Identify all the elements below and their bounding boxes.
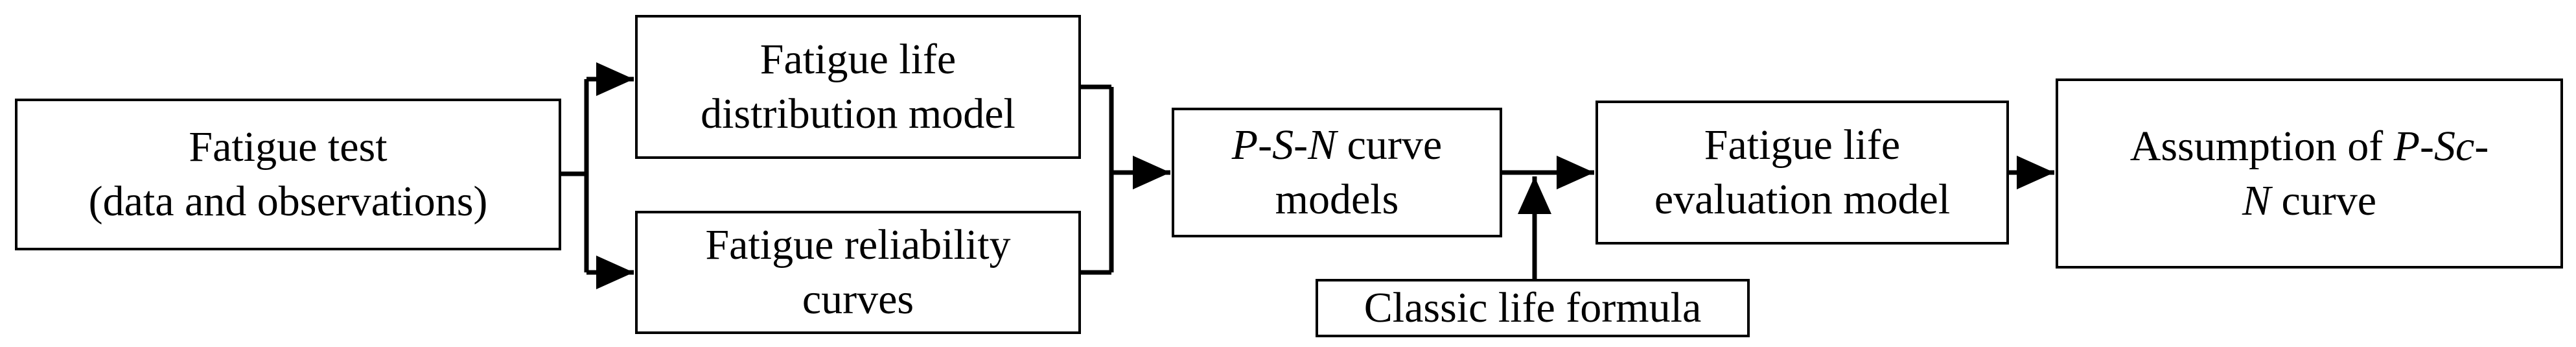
psn-p: P bbox=[1231, 121, 1259, 169]
assumption-dash1: - bbox=[2420, 122, 2435, 170]
psn-rest: curve bbox=[1336, 121, 1443, 169]
life-distribution-line1: Fatigue life bbox=[760, 36, 957, 83]
assumption-sc: Sc bbox=[2434, 122, 2475, 170]
reliability-curves-box: Fatigue reliability curves bbox=[635, 211, 1081, 334]
assumption-prefix: Assumption of bbox=[2129, 122, 2394, 170]
assumption-box: Assumption of P-Sc- N curve bbox=[2056, 78, 2563, 269]
classic-label: Classic life formula bbox=[1363, 284, 1702, 331]
assumption-p: P bbox=[2393, 122, 2420, 170]
fatigue-test-line1: Fatigue test bbox=[189, 123, 388, 171]
assumption-line2: N curve bbox=[2130, 174, 2489, 228]
reliability-line1: Fatigue reliability bbox=[705, 221, 1011, 269]
assumption-n: N bbox=[2242, 176, 2271, 224]
psn-line2: models bbox=[1275, 176, 1399, 223]
psn-dash2: - bbox=[1294, 121, 1308, 169]
life-distribution-box: Fatigue life distribution model bbox=[635, 15, 1081, 159]
life-distribution-line2: distribution model bbox=[701, 90, 1015, 138]
assumption-dash2: - bbox=[2474, 122, 2489, 170]
psn-curve-models-box: P-S-N curve models bbox=[1172, 108, 1502, 237]
psn-dash1: - bbox=[1258, 121, 1273, 169]
psn-s: S bbox=[1272, 121, 1294, 169]
psn-n: N bbox=[1308, 121, 1337, 169]
evaluation-line2: evaluation model bbox=[1654, 176, 1951, 223]
psn-line1: P-S-N curve bbox=[1232, 118, 1442, 173]
fatigue-test-box: Fatigue test (data and observations) bbox=[15, 99, 561, 250]
evaluation-line1: Fatigue life bbox=[1704, 121, 1901, 169]
assumption-curve: curve bbox=[2281, 176, 2377, 224]
assumption-line1: Assumption of P-Sc- bbox=[2130, 119, 2489, 174]
fatigue-test-line2: (data and observations) bbox=[88, 178, 488, 225]
classic-life-formula-box: Classic life formula bbox=[1316, 279, 1750, 337]
life-evaluation-box: Fatigue life evaluation model bbox=[1595, 101, 2009, 245]
reliability-line2: curves bbox=[802, 276, 914, 323]
